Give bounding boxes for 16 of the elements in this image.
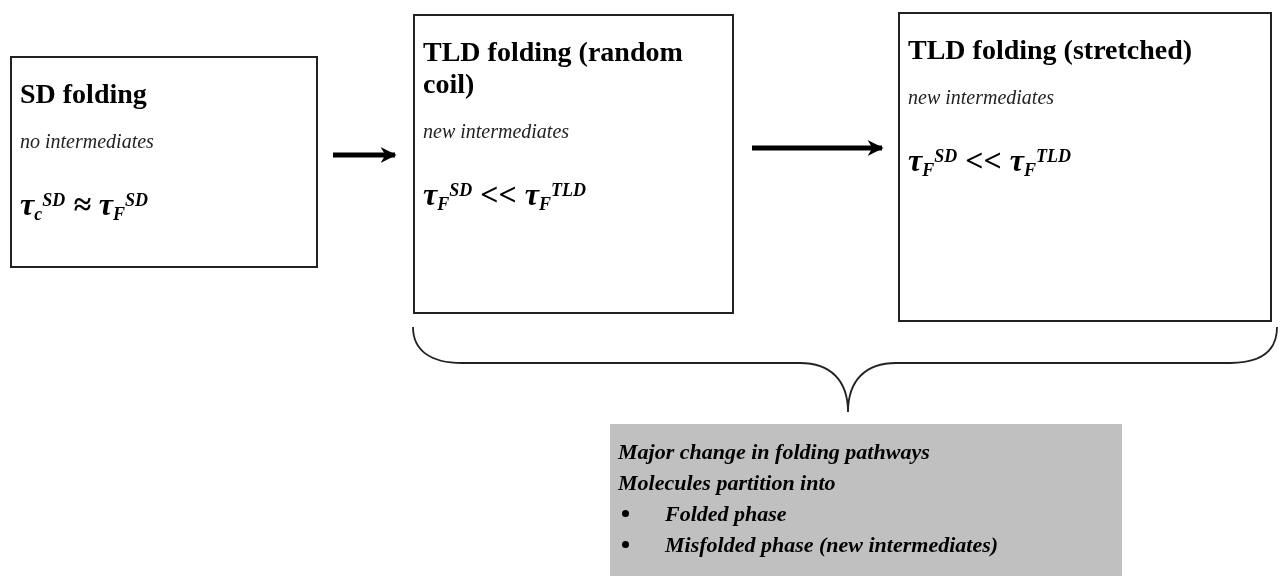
- box-subtitle: new intermediates: [908, 85, 1056, 110]
- process-box: [898, 12, 1272, 322]
- box-subtitle: new intermediates: [423, 119, 571, 144]
- bullet-text: Folded phase: [665, 500, 787, 528]
- summary-box: [610, 424, 1122, 576]
- box-heading: TLD folding (stretched): [908, 34, 1194, 66]
- summary-text: Molecules partition into: [618, 469, 837, 497]
- box-heading: TLD folding (random coil): [423, 36, 684, 100]
- arrow: [752, 140, 884, 156]
- process-box: [10, 56, 318, 268]
- box-heading: SD folding: [20, 78, 148, 110]
- box-subtitle: no intermediates: [20, 129, 155, 154]
- process-box: [413, 14, 734, 314]
- arrow: [333, 147, 397, 163]
- bullet-text: Misfolded phase (new intermediates): [665, 531, 999, 559]
- summary-text: Major change in folding pathways: [618, 438, 931, 466]
